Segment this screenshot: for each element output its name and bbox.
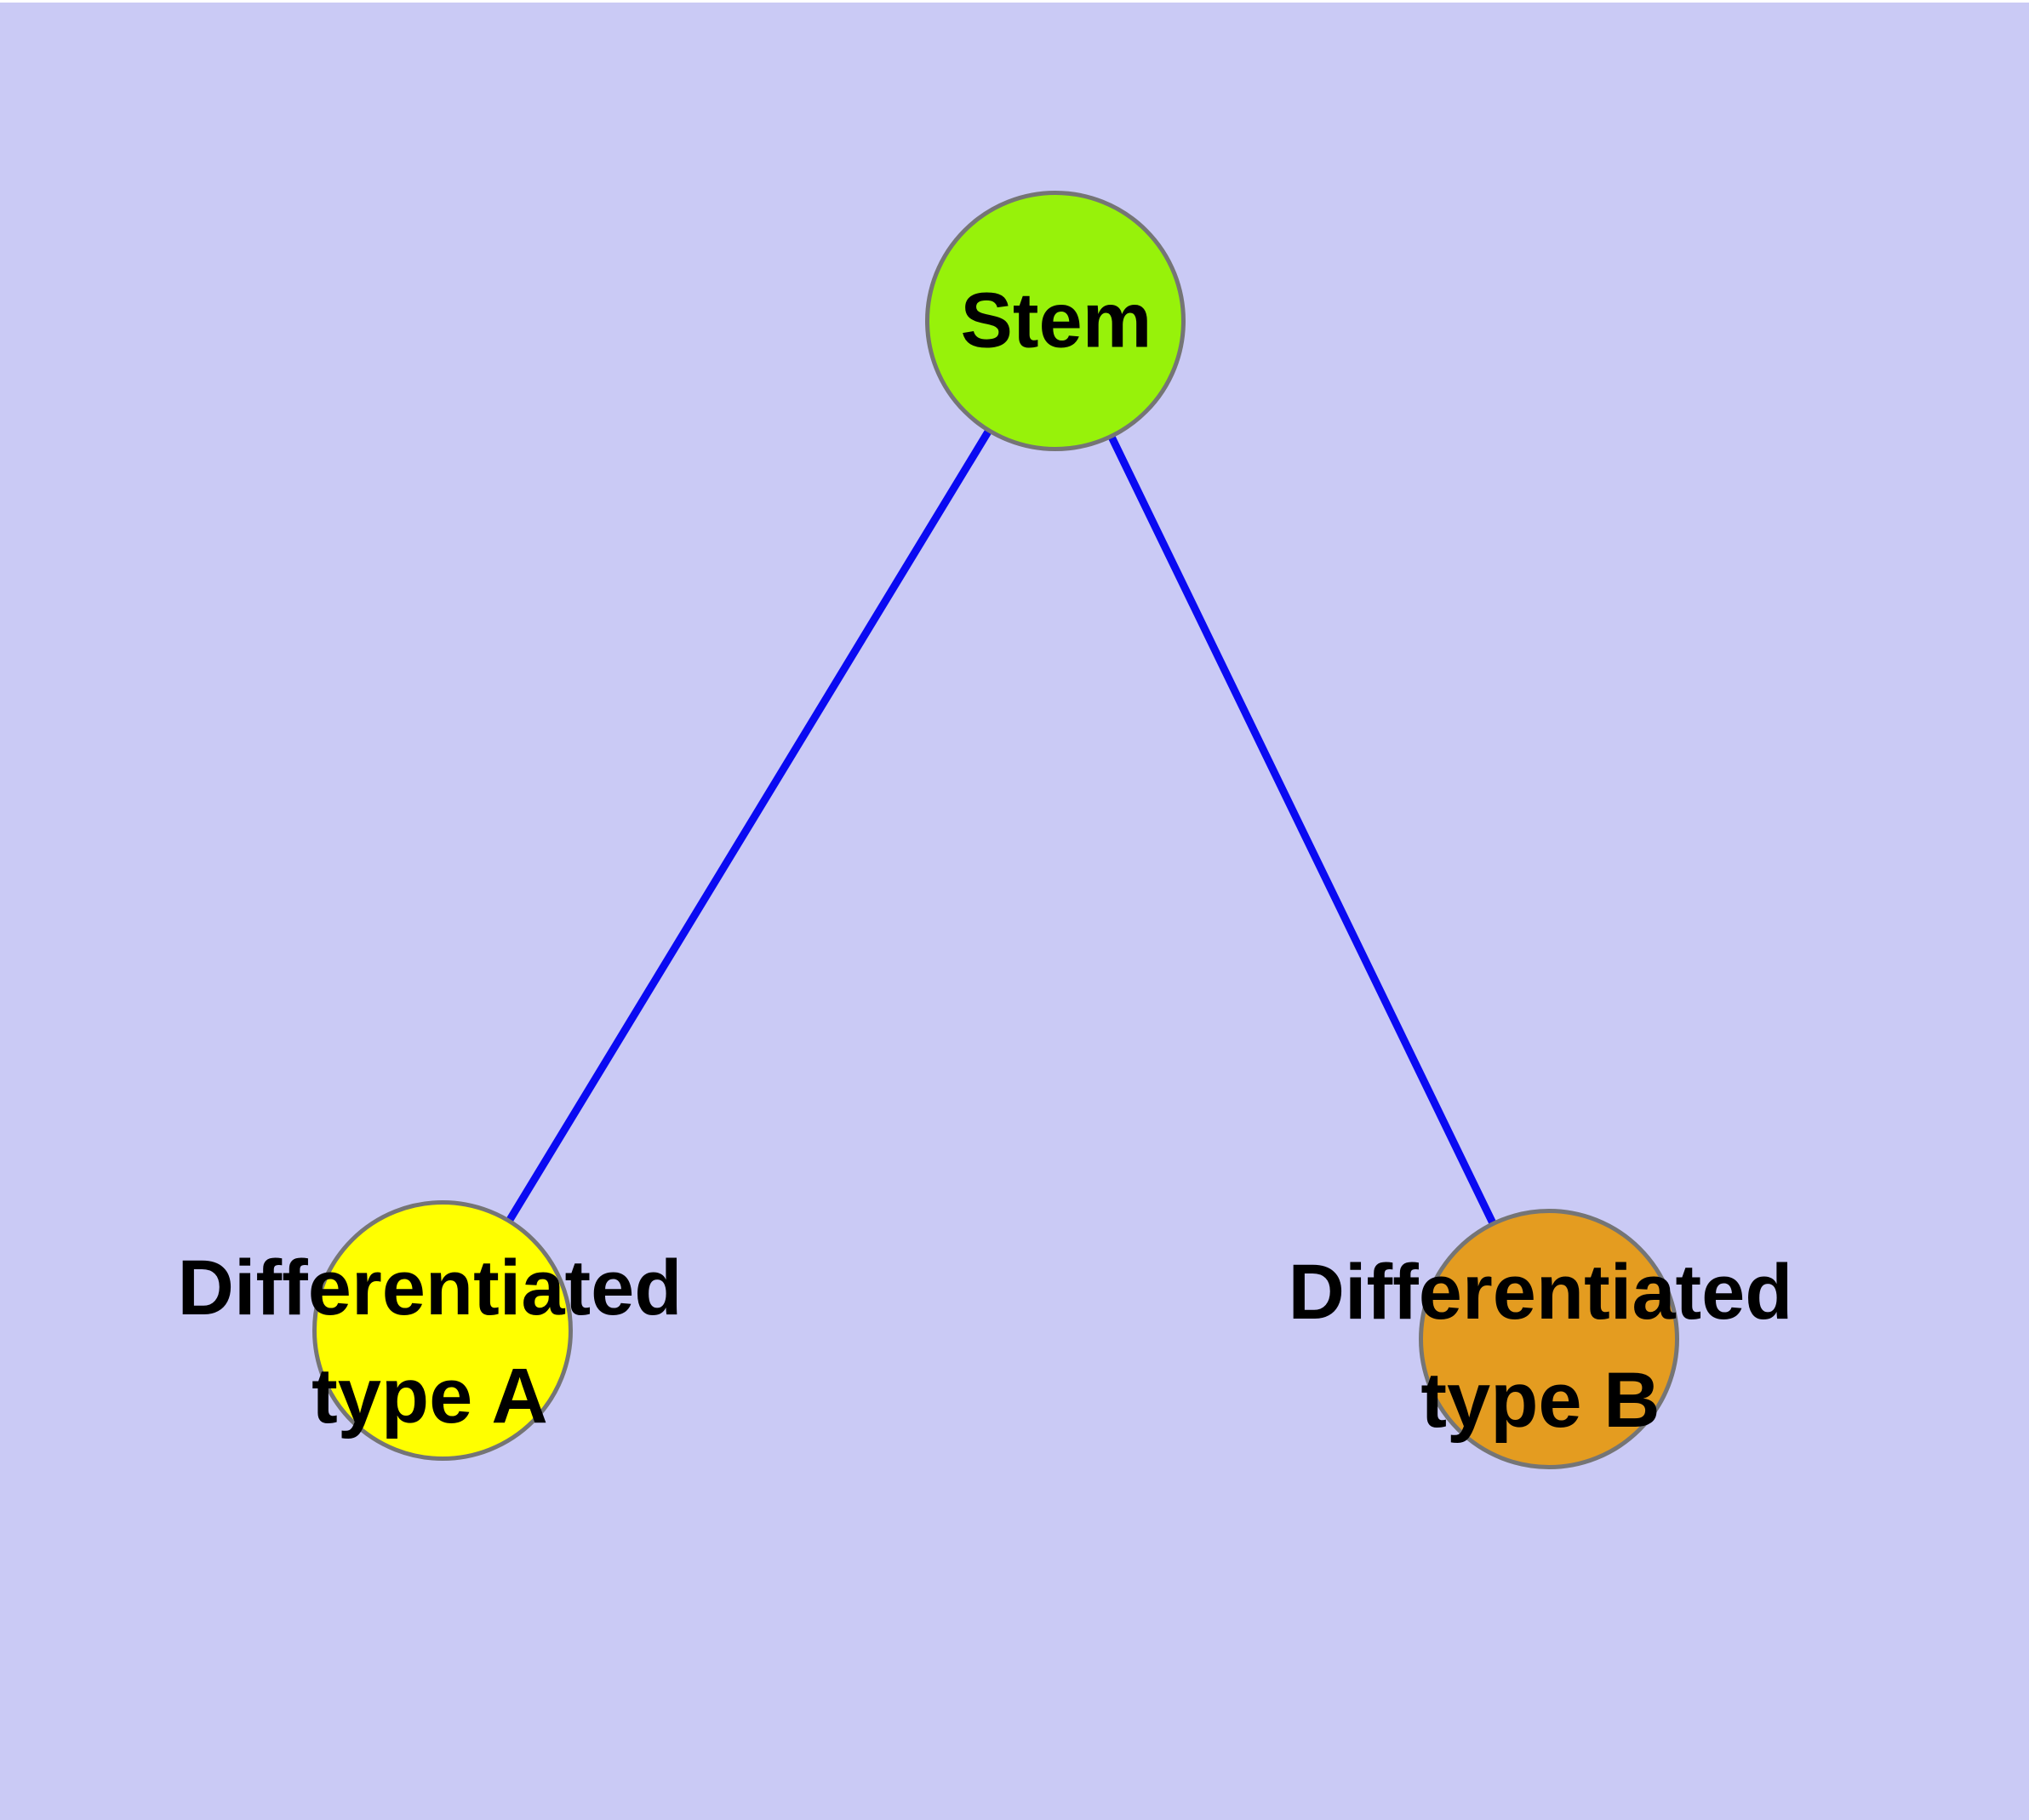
node-type-b-label: Differentiated type B <box>1288 1249 1793 1444</box>
node-differentiated-type-b <box>1419 1209 1679 1469</box>
edge-layer <box>439 318 1553 1341</box>
node-stem-label: Stem <box>960 277 1152 364</box>
edge-stem-to-type-b <box>1051 319 1553 1341</box>
top-margin-strip <box>0 0 2029 3</box>
graph-figure: Stem Differentiated type A Differentiate… <box>0 3 2029 1820</box>
node-stem <box>925 191 1186 451</box>
node-differentiated-type-a <box>312 1200 573 1461</box>
edge-stem-to-type-a <box>439 318 1059 1333</box>
node-type-a-label: Differentiated type A <box>177 1245 683 1439</box>
